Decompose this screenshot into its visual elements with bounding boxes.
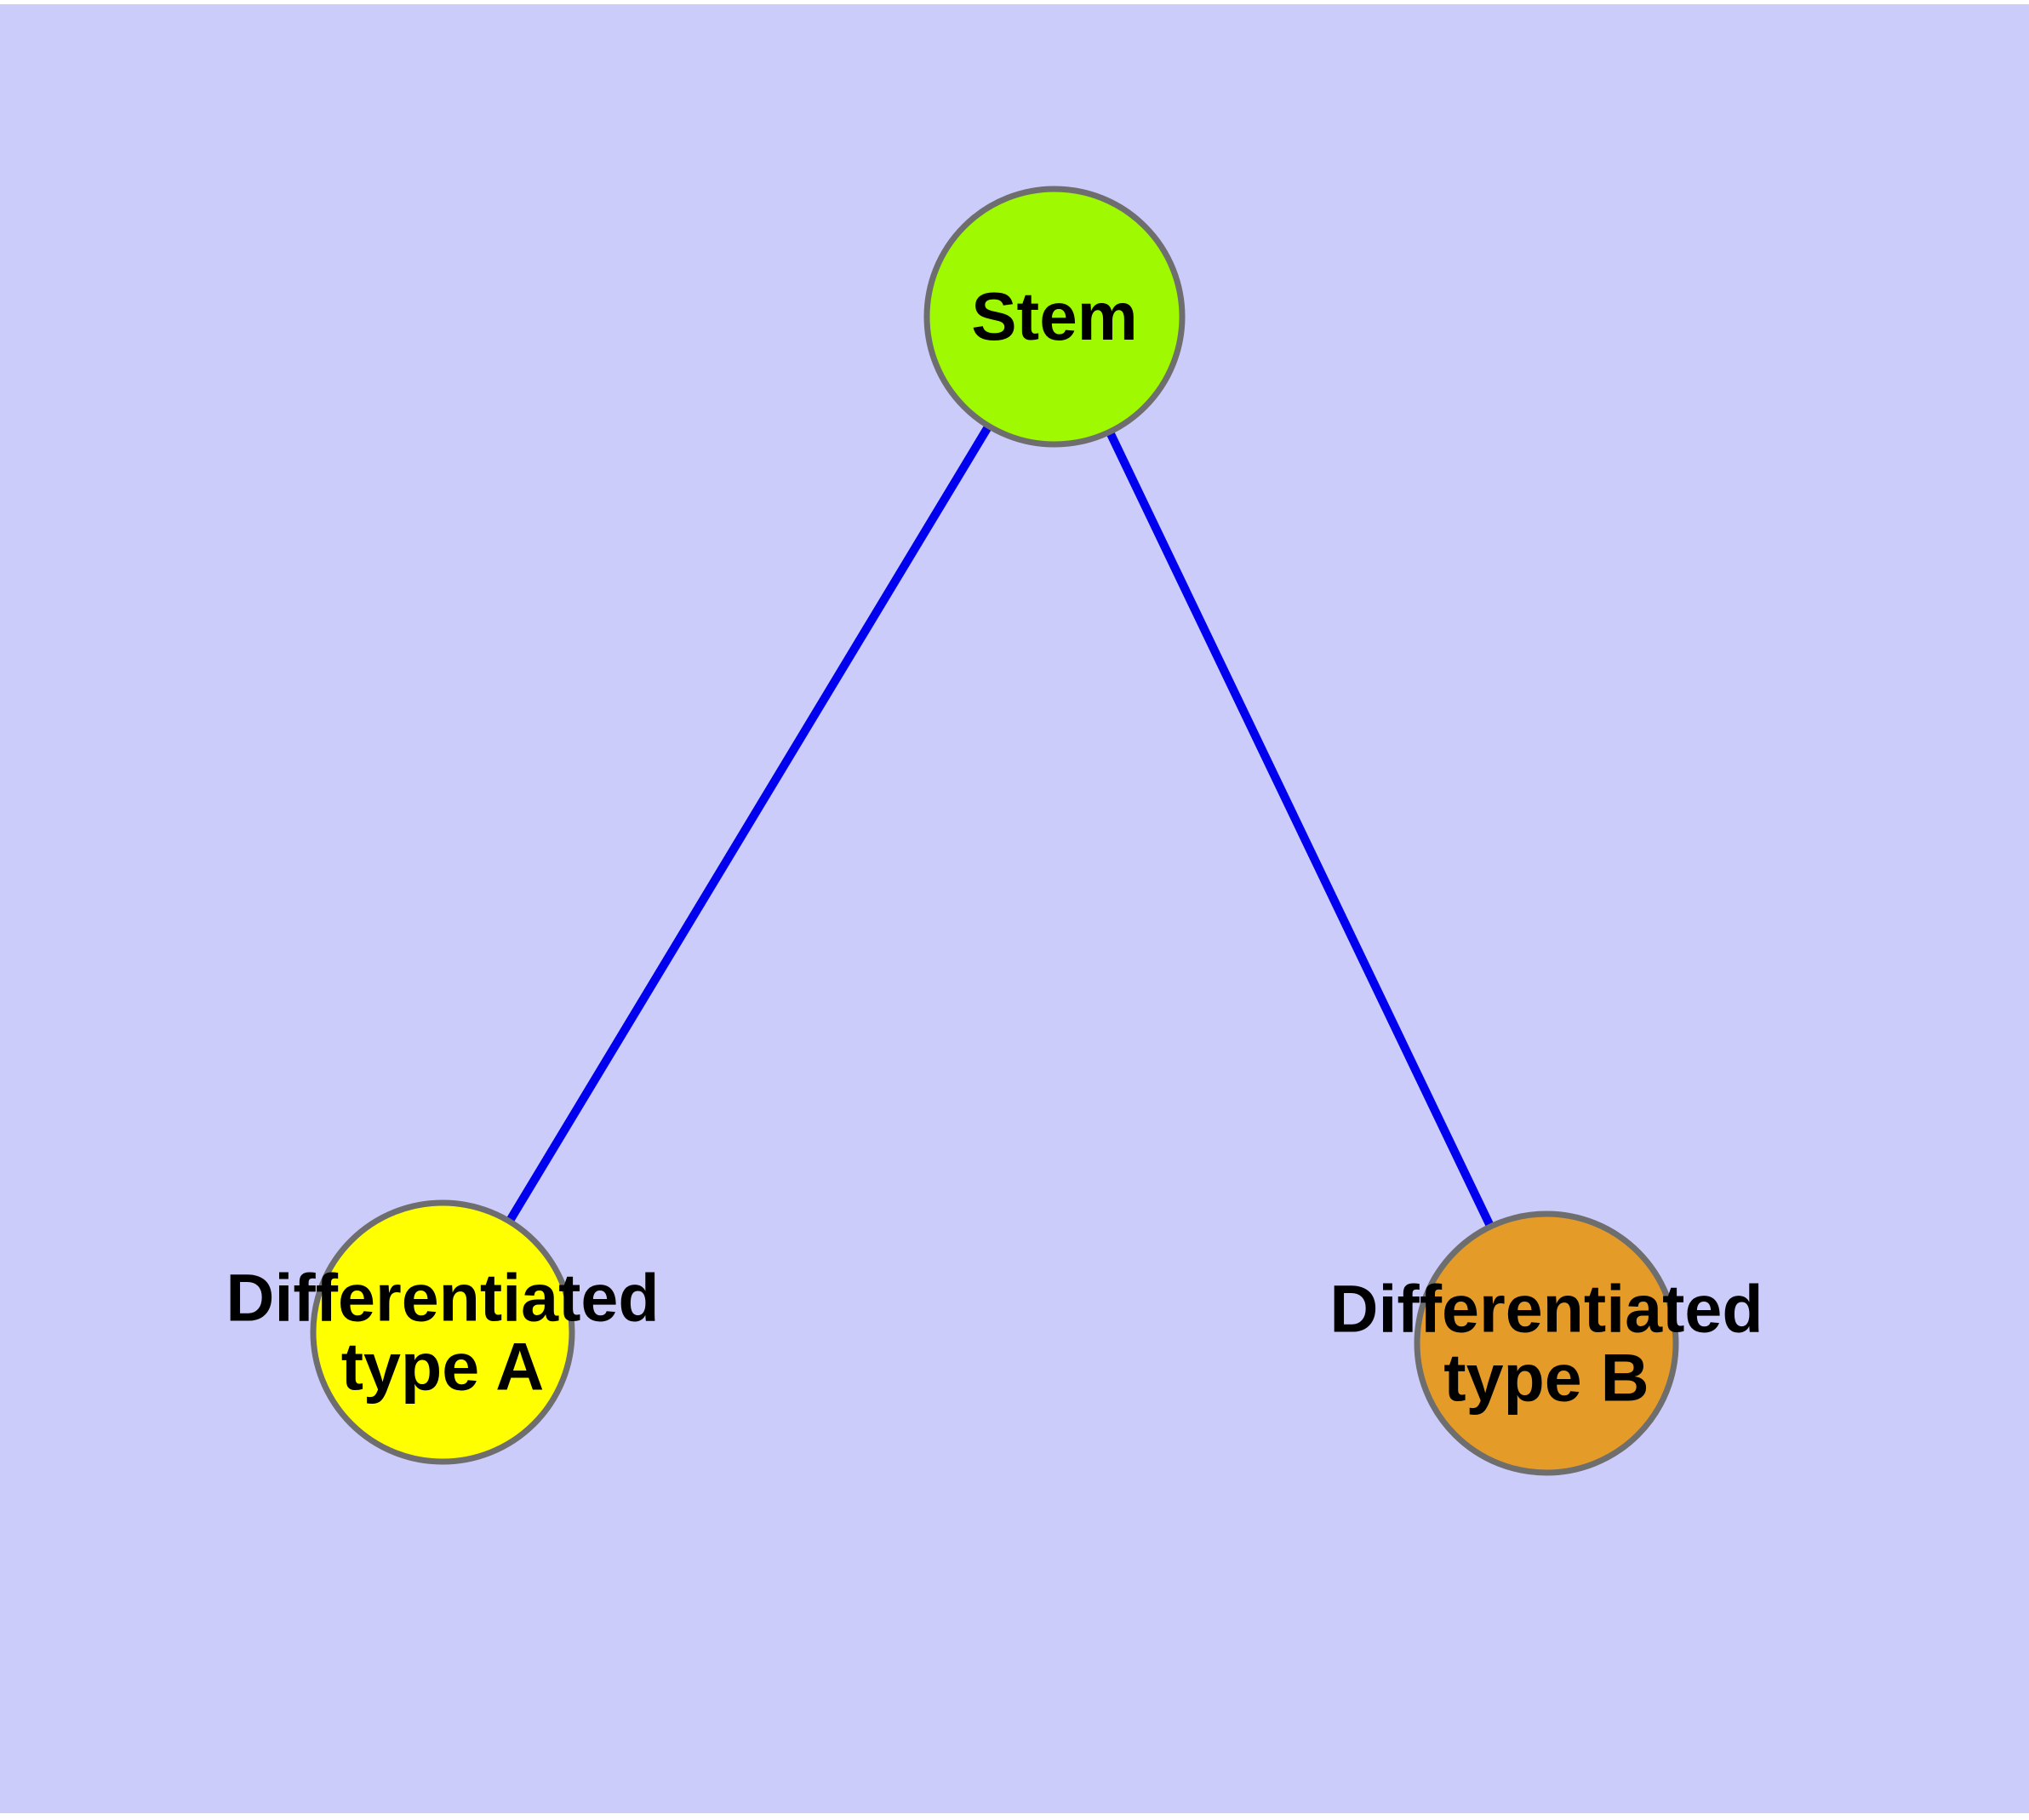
graph-edge[interactable] (1050, 314, 1551, 1346)
graph-node-diff_b[interactable] (1414, 1210, 1679, 1476)
graph-edge[interactable] (438, 314, 1059, 1335)
node-layer (310, 186, 1679, 1476)
graph-node-stem[interactable] (923, 186, 1186, 448)
graph-node-diff_a[interactable] (310, 1199, 575, 1465)
edge-layer (438, 314, 1551, 1346)
